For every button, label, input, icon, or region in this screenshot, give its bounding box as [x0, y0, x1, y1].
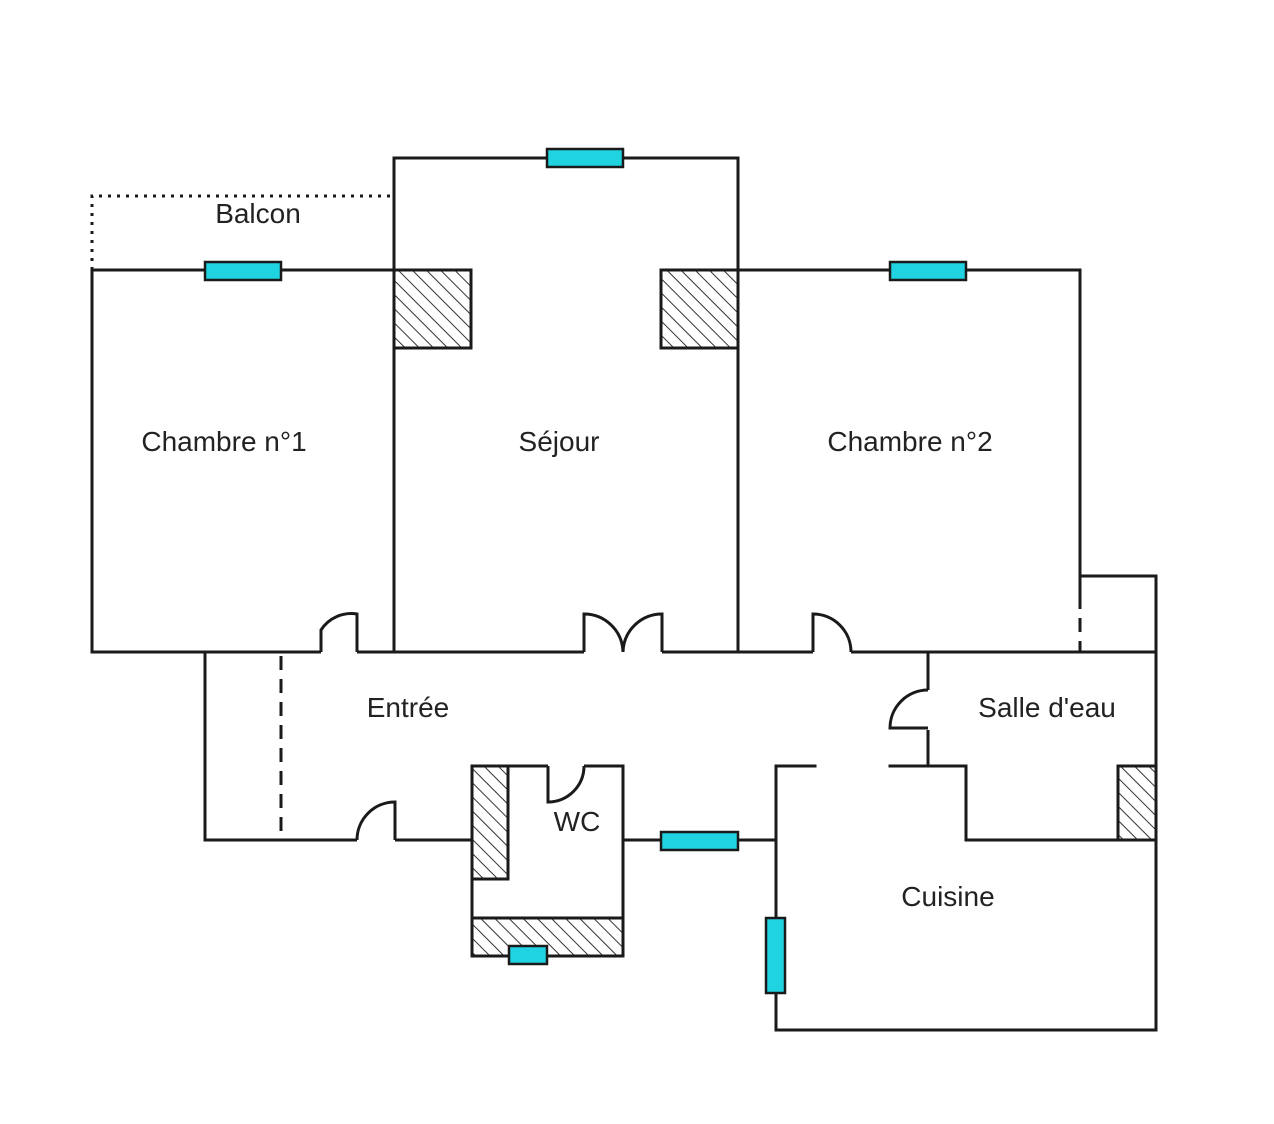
window-sejour	[545, 147, 625, 169]
window-chambre1	[203, 260, 283, 282]
walls	[90, 156, 1158, 1032]
label-salle-eau: Salle d'eau	[978, 692, 1116, 723]
chimney-left	[392, 268, 473, 350]
doors	[319, 612, 932, 844]
wc-cupboard-vertical	[470, 764, 510, 881]
door-salle-eau	[888, 688, 929, 730]
door-sejour	[582, 612, 664, 653]
room-labels: Balcon Chambre n°1 Séjour Chambre n°2 En…	[141, 198, 1115, 912]
label-entree: Entrée	[367, 692, 450, 723]
window-chambre2	[888, 260, 968, 282]
hatched-blocks	[392, 268, 1158, 958]
salle-eau-cupboard	[1116, 764, 1158, 842]
window-cuisine	[764, 916, 787, 995]
label-chambre1: Chambre n°1	[141, 426, 306, 457]
door-wc	[546, 765, 586, 804]
label-sejour: Séjour	[519, 426, 600, 457]
balcony-outline	[90, 194, 394, 270]
label-wc: WC	[554, 806, 601, 837]
door-entree	[355, 800, 397, 841]
windows	[203, 147, 968, 995]
window-corridor	[659, 830, 740, 852]
label-chambre2: Chambre n°2	[827, 426, 992, 457]
door-chambre2	[811, 612, 853, 653]
chimney-right	[659, 268, 740, 350]
door-chambre1	[319, 612, 359, 652]
label-cuisine: Cuisine	[901, 881, 994, 912]
label-balcon: Balcon	[215, 198, 301, 229]
window-wc	[507, 944, 549, 966]
